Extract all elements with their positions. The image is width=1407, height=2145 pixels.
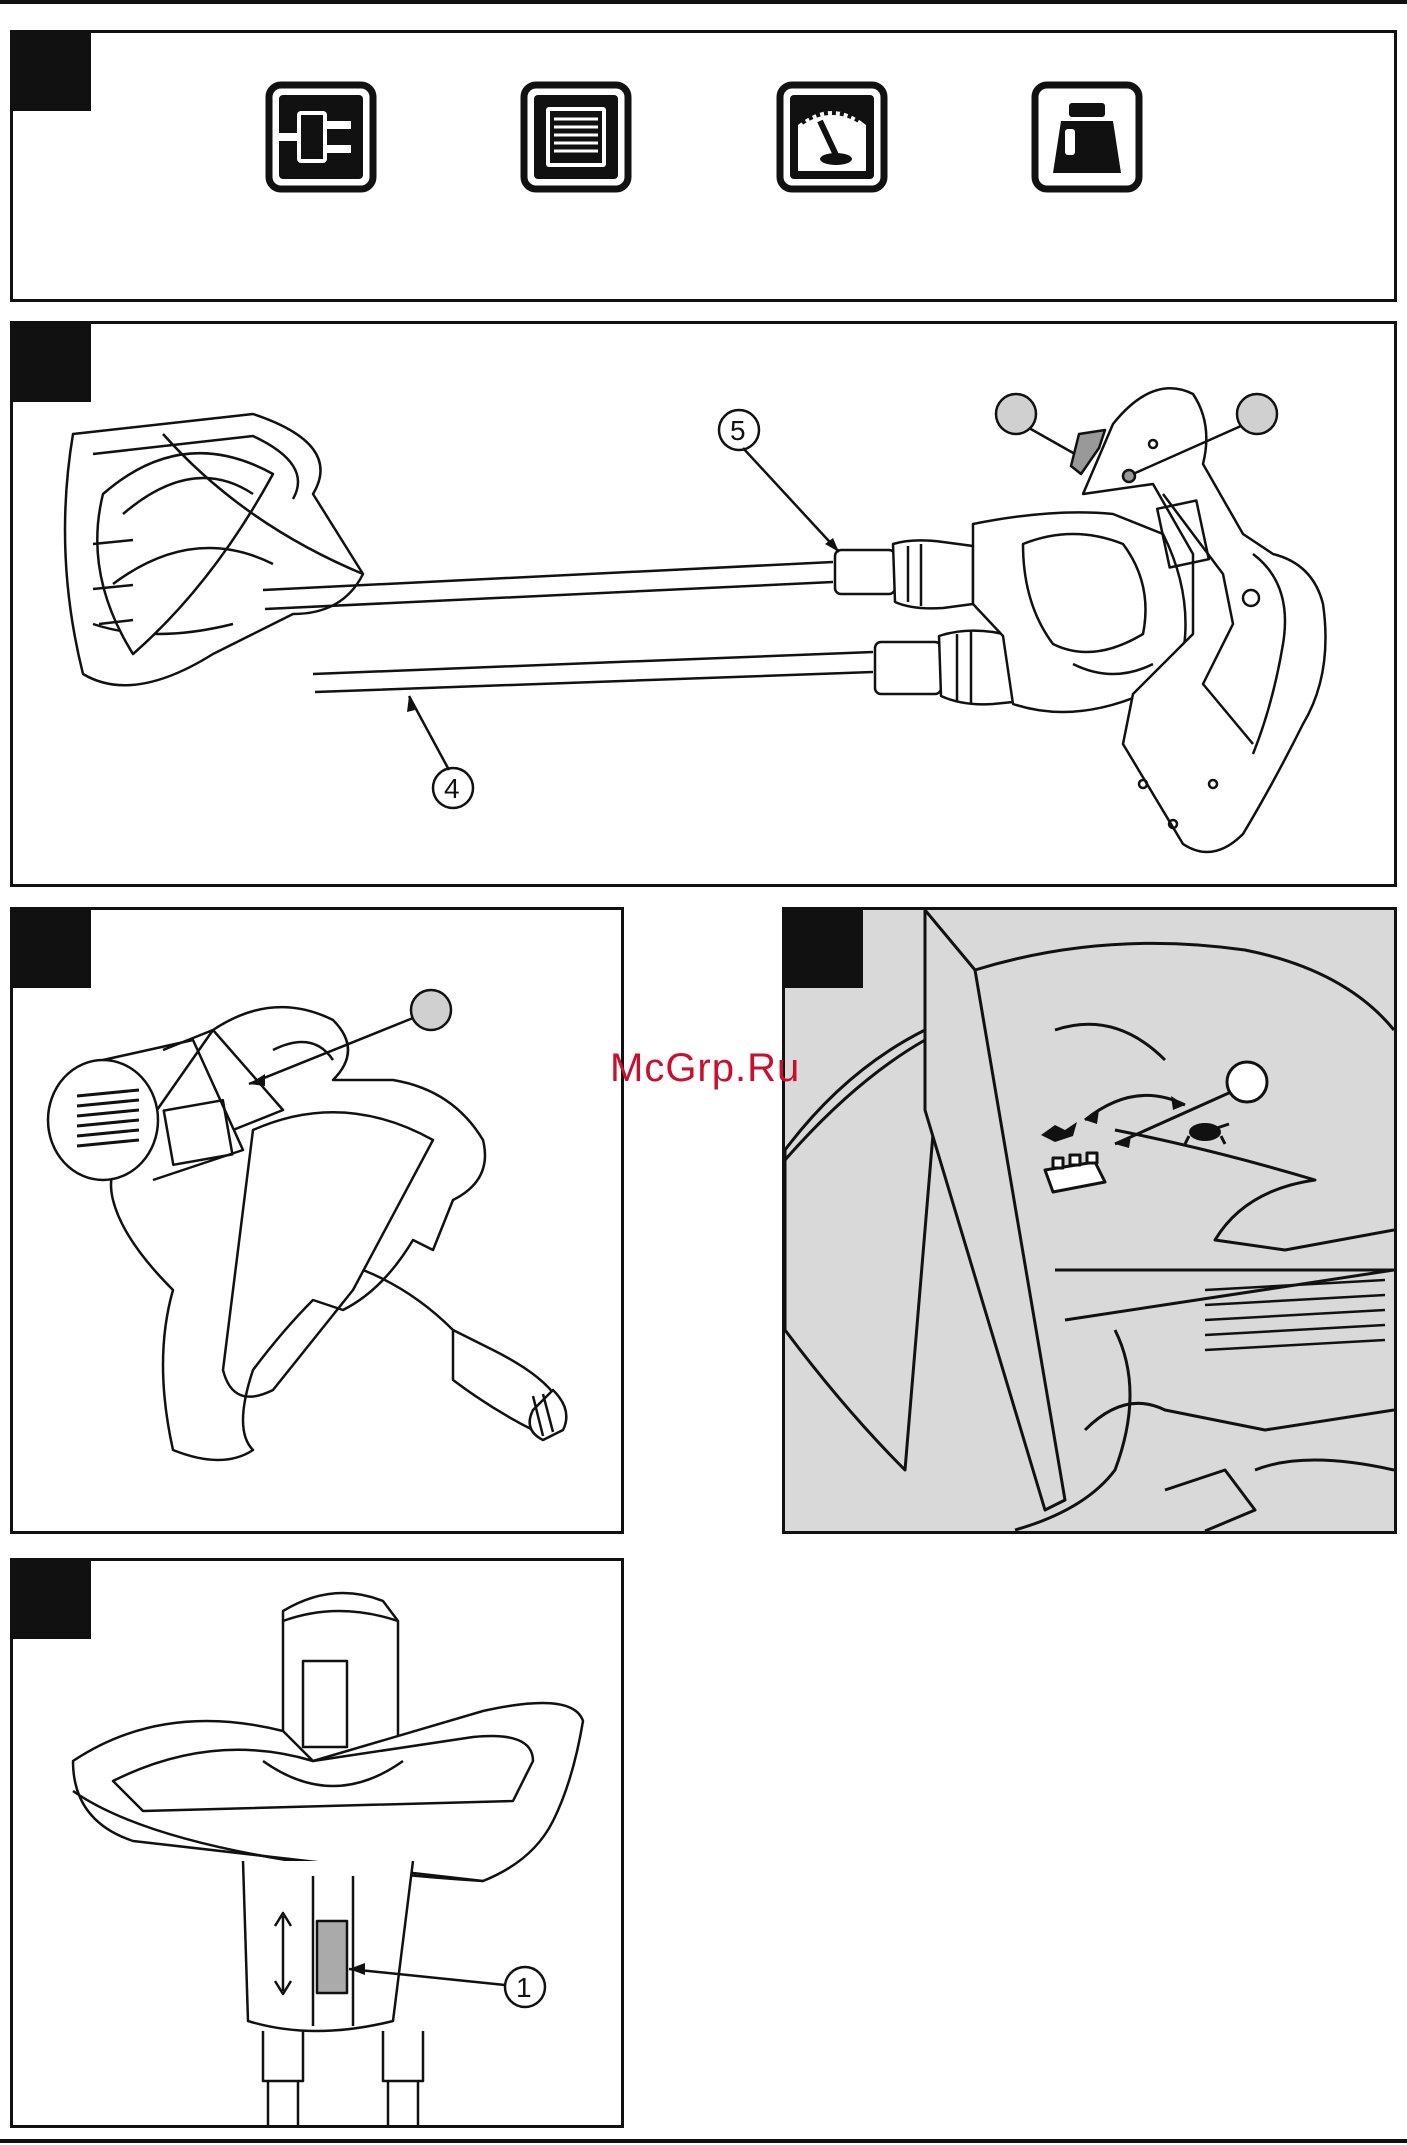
panel-number-block (785, 910, 863, 988)
panel-lock-button (10, 907, 624, 1534)
gear-selector-drawing: 1 (13, 1561, 621, 2125)
bottom-rule (0, 2139, 1407, 2143)
speed-gauge-icon (776, 81, 888, 193)
top-rule (0, 0, 1407, 4)
callout-label-shaft-b: 4 (444, 773, 460, 804)
callout-label-selector: 1 (516, 1972, 532, 2003)
panel-number-block (13, 33, 91, 111)
panel-speed-dial (782, 907, 1397, 1534)
panel-gear-selector: 1 (10, 1558, 624, 2128)
panel-number-block (13, 324, 91, 402)
panel-specifications (10, 30, 1397, 302)
callout-label-shaft-a: 5 (730, 415, 746, 446)
mixer-drawing: 5 4 (13, 324, 1394, 884)
weight-icon (1031, 81, 1143, 193)
panel-number-block (13, 1561, 91, 1639)
motor-icon (520, 81, 632, 193)
motor-lock-drawing (13, 910, 621, 1531)
power-plug-icon (265, 81, 377, 193)
speed-dial-drawing (785, 910, 1394, 1531)
panel-mixer-overview: 5 4 (10, 321, 1397, 887)
panel-number-block (13, 910, 91, 988)
watermark-text: McGrp.Ru (610, 1046, 800, 1091)
